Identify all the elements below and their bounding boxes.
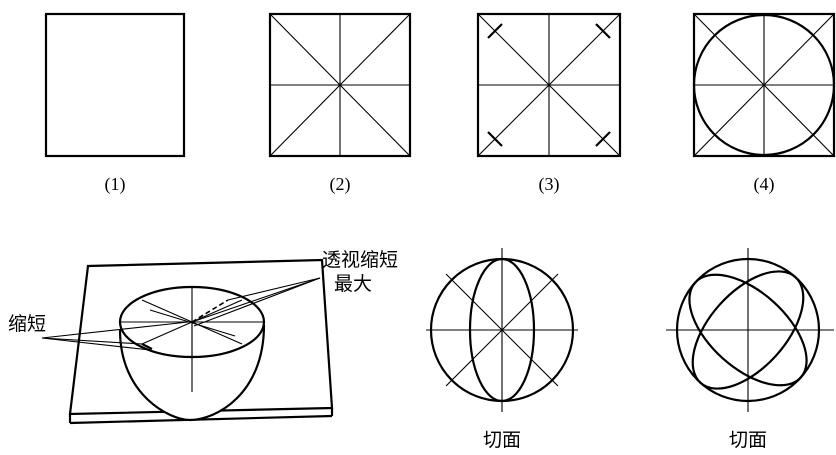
leader-line	[41, 337, 143, 345]
leader-line	[191, 277, 321, 323]
step-4-circle-in-square	[692, 12, 836, 158]
leader-line	[193, 277, 321, 327]
leader-lines-max-foreshortening	[191, 277, 321, 327]
sphere-rotated-sections	[666, 248, 834, 412]
sphere-outline	[675, 257, 821, 403]
diagonal-axis	[445, 273, 559, 387]
hemisphere-bowl-diagram	[41, 258, 334, 425]
step-2-label: (2)	[330, 174, 351, 195]
max-foreshortening-label-line2: 最大	[334, 273, 372, 295]
step-3-square-marked	[476, 12, 622, 158]
leader-line	[41, 321, 189, 339]
section-ellipse	[691, 270, 805, 390]
inscribed-circle	[692, 13, 836, 157]
foreshortening-label: 缩短	[8, 313, 46, 335]
section-caption-2: 切面	[729, 429, 767, 450]
section-caption-1: 切面	[483, 429, 521, 450]
interior-line	[149, 309, 236, 337]
step-1-square	[44, 12, 186, 158]
max-foreshortening-label-line1: 透视缩短	[322, 249, 398, 271]
leader-line	[227, 277, 321, 301]
tick-mark	[487, 131, 503, 147]
step-2-square-divided	[268, 12, 412, 158]
tick-mark	[595, 23, 611, 39]
tick-marks	[487, 23, 611, 147]
step-3-label: (3)	[539, 174, 560, 195]
section-ellipse	[688, 273, 808, 387]
tick-mark	[595, 131, 611, 147]
square-outline	[44, 12, 186, 158]
dashed-depth-line	[191, 299, 229, 323]
section-ellipse	[468, 257, 536, 403]
leader-line	[41, 337, 151, 351]
sphere-vertical-section	[426, 248, 578, 412]
step-4-label: (4)	[754, 174, 775, 195]
tick-mark	[487, 23, 503, 39]
rim-marker	[141, 343, 153, 350]
leader-lines-foreshortening	[41, 321, 189, 351]
step-1-label: (1)	[105, 174, 126, 195]
